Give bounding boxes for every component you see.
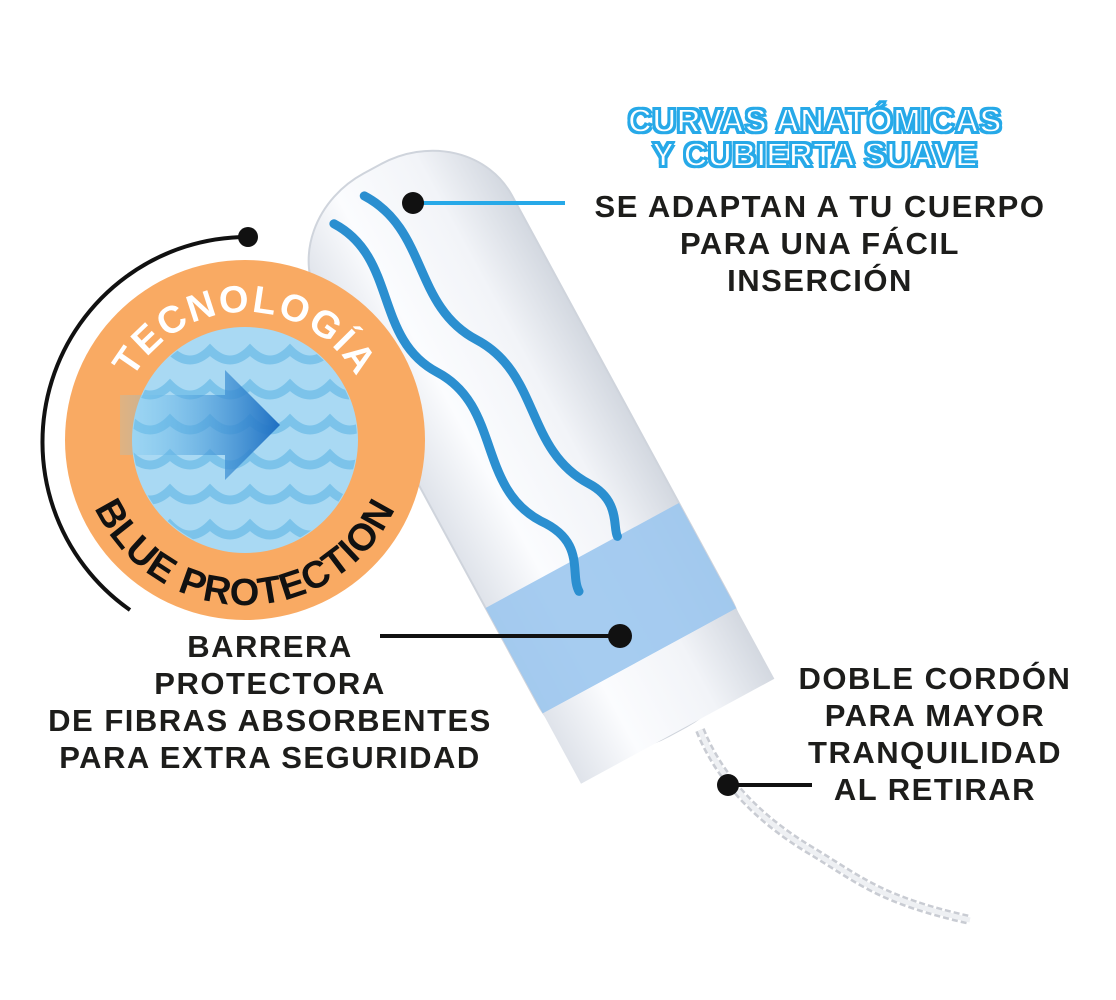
blue-protection-badge: TECNOLOGÍA BLUE PROTECTION [65,260,425,620]
heading-line: Y CUBIERTA SUAVE [651,136,978,173]
text-line: AL RETIRAR [833,772,1037,807]
top-heading: CURVAS ANATÓMICAS Y CUBIERTA SUAVE [600,102,1030,173]
right-callout-text: DOBLE CORDÓN PARA MAYOR TRANQUILIDAD AL … [780,660,1090,808]
left-callout-text: BARRERA PROTECTORA DE FIBRAS ABSORBENTES… [20,628,520,776]
text-line: PROTECTORA [154,666,386,701]
text-line: SE ADAPTAN A TU CUERPO [594,189,1046,224]
tampon [307,149,775,784]
text-line: BARRERA [187,629,353,664]
top-callout-text: SE ADAPTAN A TU CUERPO PARA UNA FÁCIL IN… [575,188,1065,299]
heading-line: CURVAS ANATÓMICAS [627,102,1002,139]
text-line: DOBLE CORDÓN [798,661,1072,696]
text-line: PARA MAYOR [824,698,1046,733]
arrow-icon [120,370,280,480]
text-line: DE FIBRAS ABSORBENTES [48,703,492,738]
text-line: PARA EXTRA SEGURIDAD [59,740,481,775]
text-line: INSERCIÓN [727,263,913,298]
text-line: TRANQUILIDAD [808,735,1062,770]
text-line: PARA UNA FÁCIL [680,226,960,261]
